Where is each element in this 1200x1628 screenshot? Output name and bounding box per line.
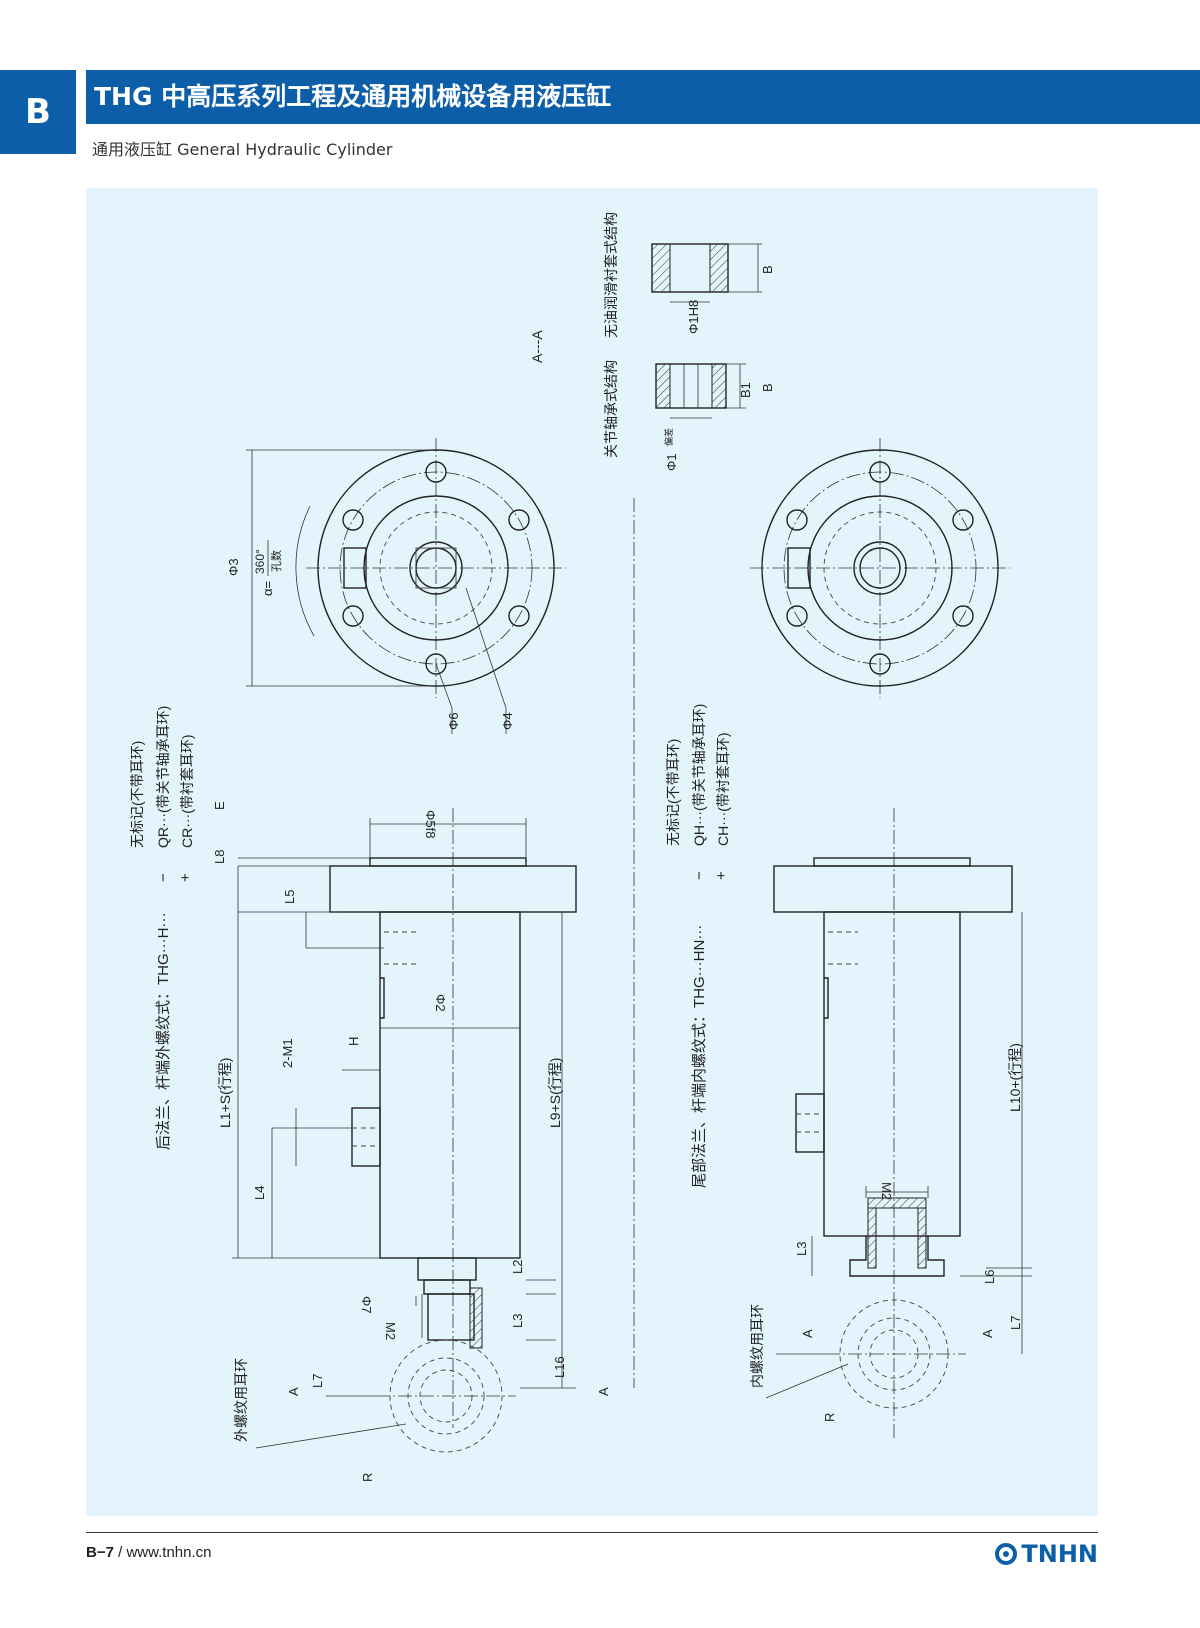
left-option-none: 无标记(不带耳环)	[129, 741, 145, 848]
dim-l16: L16	[552, 1356, 567, 1378]
right-option-minus: −	[691, 871, 708, 880]
dim-l9s: L9+S(行程)	[547, 1058, 563, 1128]
right-option-none: 无标记(不带耳环)	[665, 739, 681, 846]
left-option-plus: +	[177, 873, 194, 882]
dim-phi2: Φ2	[433, 994, 448, 1012]
dim-phi1: Φ1	[664, 453, 679, 471]
dim-b-bearing: B	[760, 383, 775, 392]
footer-separator: /	[118, 1544, 123, 1561]
dim-l4: L4	[252, 1186, 267, 1200]
section-mark-a-left2: A	[596, 1387, 611, 1396]
dim-l1s: L1+S(行程)	[217, 1058, 233, 1128]
dim-alpha-denominator: 孔数	[270, 550, 283, 572]
page-title: THG 中高压系列工程及通用机械设备用液压缸	[86, 70, 1200, 124]
bearing-structure-label: 关节轴承式结构	[603, 360, 619, 458]
dim-h: H	[346, 1037, 361, 1046]
eye-ring-details	[633, 243, 762, 1388]
right-cylinder-side-view	[765, 808, 1032, 1438]
drawing-labels: 关节轴承式结构 无油润滑衬套式结构 A---A Φ1 偏差 B1 B Φ1H8 …	[129, 212, 1023, 1482]
dim-phi1h8: Φ1H8	[686, 300, 701, 334]
left-option-minus: −	[155, 873, 172, 882]
section-mark-a-right2: A	[980, 1329, 995, 1338]
right-option-ch: CH···(带衬套耳环)	[715, 732, 731, 846]
dim-phi1-tolerance: 偏差	[663, 428, 674, 446]
right-option-plus: +	[713, 871, 730, 880]
dim-l3-right: L3	[794, 1242, 809, 1256]
dim-r-right: R	[822, 1413, 837, 1422]
dim-r-left: R	[360, 1473, 375, 1482]
right-option-qh: QH···(带关节轴承耳环)	[691, 704, 707, 846]
dim-m2-left: M2	[383, 1322, 398, 1340]
left-mount-title: 后法兰、杆端外螺纹式：THG···H···	[155, 913, 172, 1150]
dim-l5: L5	[282, 890, 297, 904]
footer-page-info: B−7 / www.tnhn.cn	[86, 1544, 212, 1561]
dim-l2: L2	[510, 1260, 525, 1274]
dim-phi5f8: Φ5f8	[423, 810, 438, 838]
dim-e: E	[212, 801, 227, 810]
brand-gear-icon	[995, 1543, 1018, 1565]
dim-l7-right: L7	[1008, 1316, 1023, 1330]
dim-l7-left: L7	[310, 1374, 325, 1388]
left-flange-end-view	[246, 438, 566, 734]
dim-l6: L6	[982, 1270, 997, 1284]
technical-drawing-panel: 关节轴承式结构 无油润滑衬套式结构 A---A Φ1 偏差 B1 B Φ1H8 …	[86, 188, 1098, 1516]
section-mark-a-right1: A	[800, 1329, 815, 1338]
dim-l10s: L10+(行程)	[1007, 1043, 1023, 1112]
dim-l8: L8	[212, 850, 227, 864]
left-option-qr: QR···(带关节轴承耳环)	[155, 706, 171, 848]
bushing-structure-label: 无油润滑衬套式结构	[603, 212, 619, 338]
dim-phi7: Φ7	[359, 1296, 374, 1314]
dim-alpha: α=	[260, 581, 275, 596]
page-subtitle: 通用液压缸 General Hydraulic Cylinder	[92, 140, 393, 159]
right-mount-title: 尾部法兰、杆端内螺纹式：THG···HN···	[691, 925, 708, 1188]
dim-phi3: Φ3	[226, 558, 241, 576]
section-tab: B	[0, 70, 76, 154]
footer-url[interactable]: www.tnhn.cn	[126, 1544, 212, 1561]
left-cylinder-side-view	[232, 808, 577, 1453]
footer-divider	[86, 1532, 1098, 1533]
right-flange-end-view	[750, 438, 1010, 698]
brand-name: TNHN	[1021, 1540, 1098, 1568]
dim-alpha-numerator: 360°	[253, 549, 267, 574]
dim-phi4: Φ4	[500, 712, 515, 730]
dim-l3-left: L3	[510, 1314, 525, 1328]
right-eye-ring-label: 内螺纹用耳环	[749, 1304, 765, 1388]
cylinder-drawing: 关节轴承式结构 无油润滑衬套式结构 A---A Φ1 偏差 B1 B Φ1H8 …	[129, 212, 1032, 1482]
brand-logo: TNHN	[995, 1540, 1098, 1568]
dim-b-bushing: B	[760, 265, 775, 274]
dim-b1: B1	[738, 382, 753, 398]
left-option-cr: CR···(带衬套耳环)	[179, 734, 195, 848]
section-label: A---A	[529, 330, 545, 363]
dim-phi6: Φ6	[446, 712, 461, 730]
left-eye-ring-label: 外螺纹用耳环	[233, 1358, 249, 1442]
page-number: B−7	[86, 1544, 114, 1561]
dim-m2-right: M2	[879, 1182, 894, 1200]
dim-2m1: 2-M1	[280, 1038, 295, 1068]
section-mark-a-left1: A	[286, 1387, 301, 1396]
